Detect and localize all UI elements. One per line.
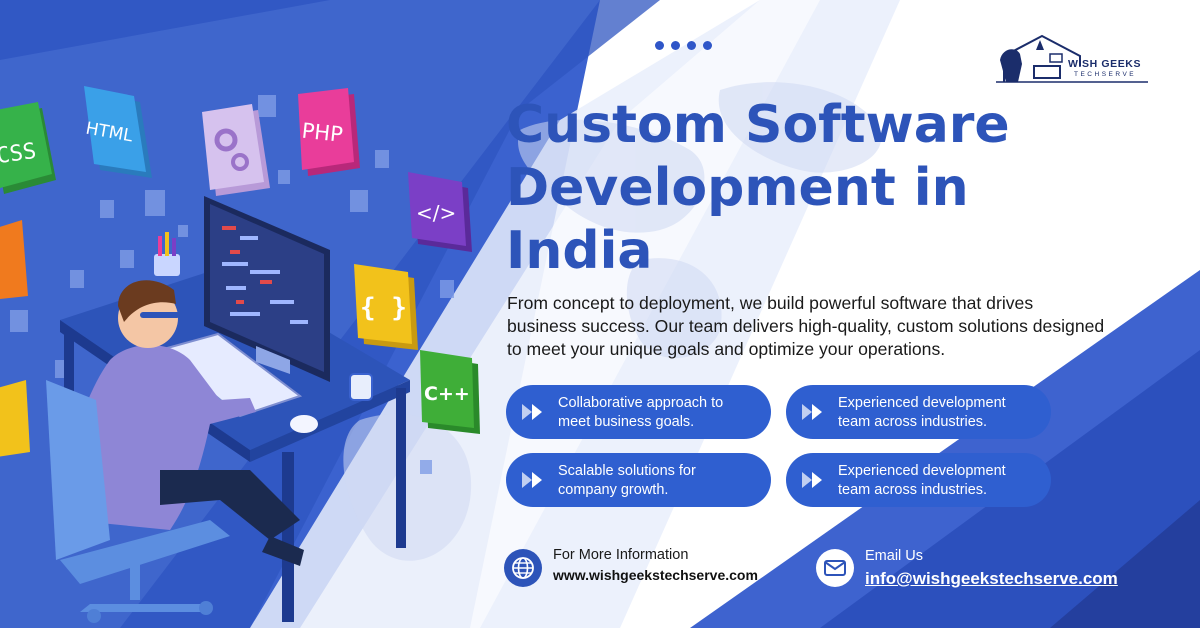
feature-text: Scalable solutions for company growth. (558, 463, 696, 498)
envelope-icon (816, 549, 854, 587)
feature-pill: Experienced development team across indu… (786, 385, 1051, 439)
cpp-tile: C++ (420, 350, 480, 434)
brand-name: WISH GEEKS (1068, 58, 1142, 70)
feature-pill: Scalable solutions for company growth. (506, 453, 771, 507)
code-tile-label: </> (416, 201, 456, 225)
brand-tagline: TECHSERVE (1074, 71, 1137, 78)
braces-tile: { } (354, 264, 418, 350)
php-tile: PHP (298, 88, 360, 176)
double-arrow-icon (802, 404, 822, 420)
dot (671, 41, 680, 50)
dot (703, 41, 712, 50)
cpp-tile-label: C++ (424, 383, 470, 405)
html-tile: HTML (84, 86, 152, 178)
double-arrow-icon (522, 404, 542, 420)
brand-logo (996, 34, 1148, 83)
dot (655, 41, 664, 50)
feature-text: Experienced development team across indu… (838, 395, 1006, 430)
feature-text: Experienced development team across indu… (838, 463, 1006, 498)
website-link[interactable]: www.wishgeekstechserve.com (553, 567, 758, 583)
floating-squares (10, 95, 454, 474)
double-arrow-icon (802, 472, 822, 488)
mouse (290, 415, 318, 433)
braces-tile-label: { } (360, 293, 407, 323)
css-tile-label: CSS (0, 139, 38, 169)
gears-tile (202, 104, 270, 196)
orange-tile (0, 220, 28, 299)
chair (46, 380, 230, 623)
developer-person (67, 280, 304, 566)
code-tile: </> (408, 172, 472, 252)
feature-pill: Experienced development team across indu… (786, 453, 1051, 507)
email-link[interactable]: info@wishgeekstechserve.com (865, 569, 1118, 588)
mug (349, 373, 373, 401)
title-line: Custom Software (506, 95, 1010, 155)
title-line: Development in (506, 158, 969, 218)
double-arrow-icon (522, 472, 542, 488)
feature-pill: Collaborative approach to meet business … (506, 385, 771, 439)
web-label: For More Information (553, 547, 689, 563)
globe-icon (504, 549, 542, 587)
css-tile: CSS (0, 102, 56, 194)
monitor (204, 196, 330, 382)
dot (687, 41, 696, 50)
developer-illustration: CSS HTML PHP </> { } C++ (0, 86, 480, 623)
email-label: Email Us (865, 548, 924, 564)
page-title: Custom Software Development in India (506, 94, 1106, 283)
feature-text: Collaborative approach to meet business … (558, 395, 724, 430)
yellow-tile (0, 380, 30, 457)
title-line: India (506, 221, 653, 281)
hero-description: From concept to deployment, we build pow… (507, 293, 1105, 359)
php-tile-label: PHP (301, 119, 344, 147)
pen-holder (154, 254, 180, 276)
pagination-dots (655, 41, 712, 50)
